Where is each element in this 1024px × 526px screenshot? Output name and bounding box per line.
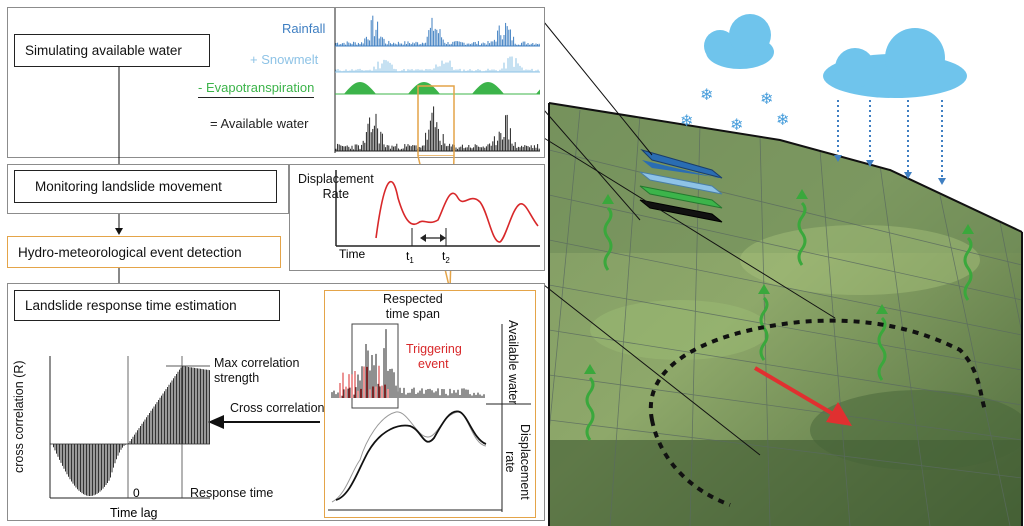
step-estimation-box: Landslide response time estimation [14, 290, 280, 321]
step-estimation-label: Landslide response time estimation [25, 298, 237, 313]
cross-correlation-chart: 0 Time lag [49, 356, 210, 520]
rainfall-series [335, 15, 540, 46]
snowflake-icon: ❄❄❄ ❄❄ [680, 87, 789, 134]
evapotranspiration-label: - Evapotranspiration [198, 80, 315, 98]
rain-drops-icon [837, 100, 943, 178]
available-water-axis-label: Available water [506, 320, 520, 405]
water-series-plots [334, 8, 540, 156]
respected-time-span: Respected time span [383, 292, 443, 321]
max-correlation-label: Max correlation strength [214, 356, 300, 385]
response-time-label: Response time [190, 486, 274, 500]
response-detail-plots [328, 323, 531, 512]
step-detection-label: Hydro-meteorological event detection [18, 244, 242, 260]
step-detection-box: Hydro-meteorological event detection [7, 236, 281, 268]
evapotranspiration-series [336, 82, 540, 94]
displacement-smoothed-series [335, 410, 487, 501]
movement-arrow [753, 366, 842, 420]
t1-label: t1 [406, 249, 414, 265]
step-monitoring-label: Monitoring landslide movement [35, 179, 222, 194]
cloud-icon [704, 14, 774, 69]
triggering-event-label: Triggering event [406, 342, 462, 371]
cross-correlation-arrow [208, 415, 320, 429]
snowmelt-series [335, 56, 539, 72]
available-water-label: = Available water [210, 116, 309, 131]
cross-correlation-ylabel: cross correlation (R) [12, 360, 26, 473]
rainfall-label: Rainfall [282, 21, 326, 36]
svg-text:❄: ❄ [680, 113, 693, 130]
displacement-chart: Time t1 t2 [335, 170, 540, 265]
cross-correlation-label: Cross correlation [230, 401, 325, 415]
zero-tick: 0 [133, 486, 140, 500]
time-lag-label: Time lag [110, 506, 158, 520]
displacement-series [375, 180, 539, 243]
t2-label: t2 [442, 249, 450, 265]
triggering-event-series [339, 365, 389, 398]
panel-displacement [289, 164, 545, 271]
svg-text:❄: ❄ [730, 117, 743, 134]
svg-text:❄: ❄ [700, 87, 713, 104]
cross-correlation-series [53, 366, 210, 496]
step-simulating-box: Simulating available water [14, 34, 210, 67]
step-simulating-label: Simulating available water [25, 43, 182, 58]
panel-simulating [7, 7, 545, 158]
svg-text:❄: ❄ [776, 112, 789, 129]
rain-cloud-icon [823, 28, 967, 98]
svg-text:❄: ❄ [760, 91, 773, 108]
available-water-series [335, 106, 540, 151]
snowmelt-label: + Snowmelt [250, 52, 319, 67]
landslide-landscape: ❄❄❄ ❄❄ [540, 0, 1024, 526]
displacement-rate-axis-label: Displacement rate [503, 424, 532, 500]
displacement-xlabel: Time [339, 247, 366, 261]
response-detail-box [324, 290, 536, 518]
step-monitoring-box: Monitoring landslide movement [14, 170, 277, 203]
